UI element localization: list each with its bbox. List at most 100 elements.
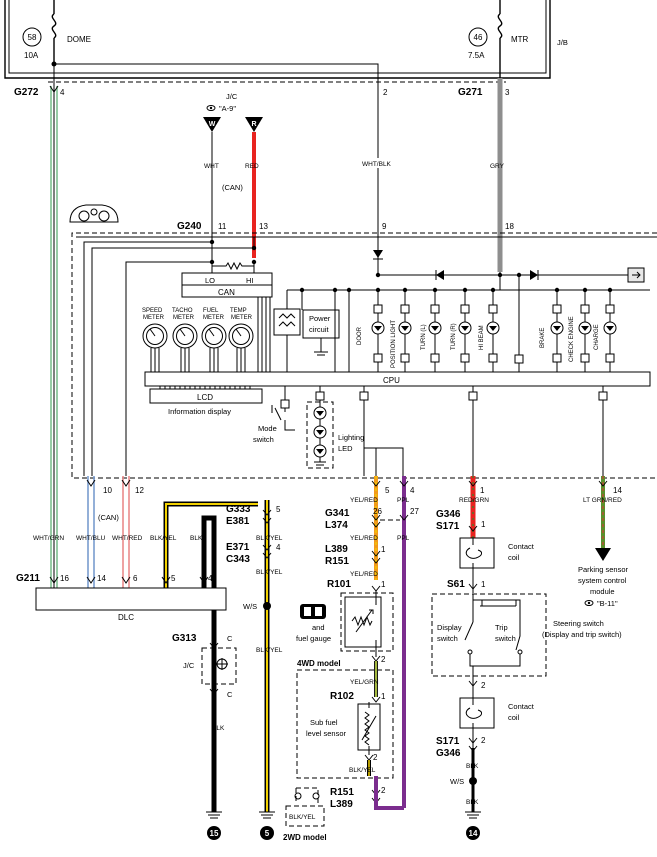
svg-text:C: C [227, 690, 233, 699]
fuse-dome-number: 58 [28, 33, 37, 42]
svg-text:WHT/GRN: WHT/GRN [33, 535, 64, 542]
svg-text:level sensor: level sensor [306, 729, 347, 738]
g271-label: G271 [458, 87, 483, 98]
wd2-label: 2WD model [283, 833, 327, 842]
s61-label: S61 [447, 579, 465, 590]
hi-beam-indicator: HI BEAM [479, 290, 500, 363]
svg-text:METER: METER [231, 315, 253, 321]
r102-label: R102 [330, 691, 354, 702]
cpu: CPU [144, 371, 651, 387]
svg-text:circuit: circuit [309, 325, 330, 334]
svg-text:METER: METER [203, 315, 225, 321]
svg-text:14: 14 [469, 829, 478, 838]
fuel-meter-gauge: FUEL METER [201, 308, 227, 372]
svg-text:LT GRN/RED: LT GRN/RED [583, 497, 622, 504]
g272-label: G272 [14, 87, 39, 98]
turn-left-indicator: TURN (L) [421, 290, 442, 363]
mode-switch[interactable]: Mode switch [253, 386, 295, 444]
svg-text:18: 18 [505, 222, 514, 231]
svg-text:4: 4 [208, 574, 213, 583]
svg-text:CAN: CAN [218, 288, 235, 297]
steering-switch: S61 1 Display switch Trip switch Steerin… [431, 579, 622, 677]
svg-text:14: 14 [97, 574, 106, 583]
meter-icon [69, 204, 119, 223]
svg-text:Contact: Contact [508, 542, 535, 551]
svg-text:LCD: LCD [197, 393, 213, 402]
svg-text:METER: METER [143, 315, 165, 321]
svg-text:10: 10 [103, 486, 112, 495]
door-indicator: DOOR [357, 290, 385, 363]
g341-label: G341 [325, 508, 350, 519]
svg-text:3: 3 [505, 88, 510, 97]
svg-text:LO: LO [205, 276, 215, 285]
fuse-dome: 58 10A DOME [22, 0, 91, 64]
svg-text:BLK/YEL: BLK/YEL [256, 569, 283, 576]
svg-text:HI: HI [246, 276, 254, 285]
g346-top-label: G346 [436, 509, 461, 520]
fuel-pump-icon [300, 604, 326, 619]
svg-text:PPL: PPL [397, 497, 410, 504]
svg-text:W/S: W/S [450, 777, 464, 786]
svg-text:J/C: J/C [183, 661, 195, 670]
svg-text:14: 14 [613, 486, 622, 495]
svg-text:(Display and trip switch): (Display and trip switch) [542, 630, 622, 639]
display-switch-label: Display [437, 623, 462, 632]
svg-text:J/C: J/C [226, 92, 238, 101]
svg-text:TURN (L): TURN (L) [421, 324, 427, 350]
svg-text:BLK/YEL: BLK/YEL [349, 767, 376, 774]
g313-label: G313 [172, 633, 197, 644]
fuse-mtr-number: 46 [474, 33, 483, 42]
svg-text:switch: switch [437, 634, 458, 643]
svg-text:1: 1 [381, 580, 386, 589]
svg-text:BLK: BLK [190, 535, 203, 542]
svg-text:Mode: Mode [258, 424, 277, 433]
svg-text:5: 5 [385, 486, 390, 495]
svg-text:1: 1 [481, 580, 486, 589]
svg-text:WHT/RED: WHT/RED [112, 535, 143, 542]
svg-text:(CAN): (CAN) [222, 183, 243, 192]
lcd: LCD Information display [149, 386, 263, 416]
contact-coil-bottom: Contact coil [459, 697, 535, 729]
svg-text:12: 12 [135, 486, 144, 495]
svg-text:Lighting: Lighting [338, 433, 364, 442]
svg-text:TACHO: TACHO [172, 308, 193, 314]
svg-text:coil: coil [508, 713, 520, 722]
svg-text:16: 16 [60, 574, 69, 583]
svg-text:switch: switch [495, 634, 516, 643]
svg-text:YEL/GRN: YEL/GRN [350, 679, 379, 686]
svg-text:YEL/RED: YEL/RED [350, 535, 378, 542]
svg-text:GRY: GRY [490, 163, 505, 170]
svg-text:module: module [590, 587, 615, 596]
temp-meter-gauge: TEMP METER [228, 308, 254, 372]
l374-label: L374 [325, 520, 348, 531]
gauges: SPEED METER TACHO METER FUEL METER TEMP … [142, 308, 254, 372]
svg-text:LED: LED [338, 444, 353, 453]
tacho-meter-gauge: TACHO METER [172, 308, 198, 372]
junction-block: J/B [4, 0, 568, 79]
jc-r-letter: R [251, 121, 256, 128]
l389-top-label: L389 [325, 544, 348, 555]
svg-text:BLK/YEL: BLK/YEL [289, 814, 316, 821]
svg-text:RED/GRN: RED/GRN [459, 497, 489, 504]
svg-text:FUEL: FUEL [203, 308, 219, 314]
svg-text:4: 4 [410, 486, 415, 495]
wire-wht-grn [49, 64, 59, 588]
svg-text:1: 1 [381, 692, 386, 701]
svg-text:1: 1 [381, 545, 386, 554]
svg-text:POSITION LIGHT: POSITION LIGHT [391, 320, 397, 368]
r101-fuel-sensor: R101 1 2 and fuel gauge [296, 579, 394, 664]
brake-indicator: BRAKE [540, 290, 564, 363]
s171-bottom-label: S171 [436, 736, 460, 747]
e381-label: E381 [226, 516, 250, 527]
svg-text:SPEED: SPEED [142, 308, 163, 314]
svg-text:HI BEAM: HI BEAM [479, 325, 485, 350]
svg-text:26: 26 [373, 507, 382, 516]
r151-bottom-label: R151 [330, 787, 354, 798]
svg-text:Sub fuel: Sub fuel [310, 718, 338, 727]
r151-top-label: R151 [325, 556, 349, 567]
svg-text:BLK/YEL: BLK/YEL [150, 535, 177, 542]
svg-text:coil: coil [508, 553, 520, 562]
svg-text:BLK: BLK [466, 799, 479, 806]
svg-text:2: 2 [373, 753, 378, 762]
